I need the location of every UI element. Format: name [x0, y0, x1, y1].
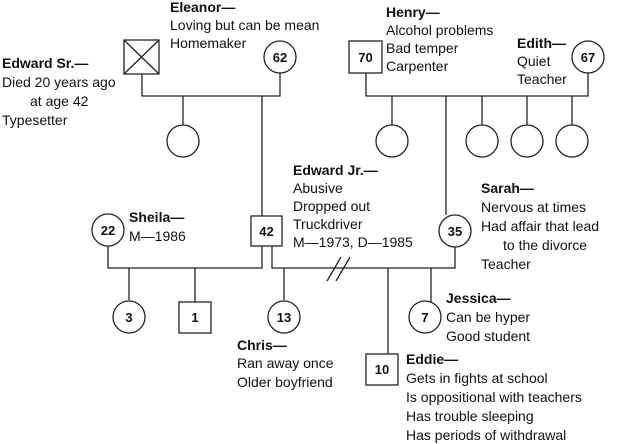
henry-note-3: Carpenter: [386, 58, 449, 74]
marriage-line-sheila-edward-jr: [107, 246, 263, 269]
jessica-symbol: 7: [408, 300, 442, 334]
sarah-note-1: Nervous at times: [481, 199, 586, 215]
edward-jr-note-3: Truckdriver: [293, 216, 363, 232]
eleanor-note-1: Loving but can be mean: [170, 17, 319, 33]
eddie-note-3: Has trouble sleeping: [406, 408, 534, 424]
child-3-symbol: 3: [112, 300, 146, 334]
jessica-age: 7: [421, 310, 428, 325]
henry-note-1: Alcohol problems: [386, 22, 493, 38]
eddie-name: Eddie—: [406, 351, 458, 367]
sibling-circle-1: [166, 124, 200, 158]
edith-note-1: Quiet: [517, 53, 551, 69]
child-3-age: 3: [125, 310, 132, 325]
marriage-line-edward-sr-eleanor: [141, 73, 281, 97]
edward-jr-label: Edward Jr.— Abusive Dropped out Truckdri…: [293, 162, 413, 250]
edith-label: Edith— Quiet Teacher: [517, 35, 567, 87]
chris-note-1: Ran away once: [237, 355, 334, 371]
edward-sr-symbol: [123, 39, 160, 75]
jessica-note-2: Good student: [446, 328, 530, 344]
eddie-note-1: Gets in fights at school: [406, 370, 548, 386]
jessica-name: Jessica—: [446, 290, 511, 306]
child-1-age: 1: [191, 310, 198, 325]
edith-note-2: Teacher: [517, 71, 567, 87]
eddie-label: Eddie— Gets in fights at school Is oppos…: [406, 351, 582, 443]
chris-label: Chris— Ran away once Older boyfriend: [237, 337, 334, 390]
divorce-slash-2: [335, 256, 351, 282]
edith-name: Edith—: [517, 35, 566, 51]
chris-note-2: Older boyfriend: [237, 374, 333, 390]
chris-age: 13: [277, 310, 291, 325]
line-to-jessica: [426, 268, 432, 303]
child-1-symbol: 1: [178, 301, 212, 334]
sheila-age: 22: [101, 223, 115, 238]
eddie-note-4: Has periods of withdrawal: [406, 427, 566, 443]
henry-symbol: 70: [348, 40, 383, 74]
sarah-label: Sarah— Nervous at times Had affair that …: [481, 180, 599, 272]
edith-symbol: 67: [571, 40, 605, 74]
divorce-slash-1: [326, 256, 342, 282]
chris-symbol: 13: [267, 300, 301, 334]
sarah-note-3: to the divorce: [503, 237, 587, 253]
chris-name: Chris—: [237, 337, 287, 353]
henry-age: 70: [358, 50, 372, 65]
sheila-name: Sheila—: [129, 209, 184, 225]
sarah-note-4: Teacher: [481, 256, 531, 272]
eleanor-note-2: Homemaker: [170, 35, 247, 51]
eddie-symbol: 10: [365, 353, 399, 386]
edith-age: 67: [581, 50, 595, 65]
sarah-age: 35: [448, 224, 462, 239]
edward-jr-symbol: 42: [250, 215, 283, 247]
edward-sr-label: Edward Sr.— Died 20 years ago at age 42 …: [2, 55, 116, 128]
sarah-symbol: 35: [438, 214, 472, 248]
edward-jr-age: 42: [259, 224, 273, 239]
jessica-label: Jessica— Can be hyper Good student: [446, 290, 530, 344]
sarah-note-2: Had affair that lead: [481, 218, 599, 234]
edward-jr-note-2: Dropped out: [293, 198, 370, 214]
eleanor-label: Eleanor— Loving but can be mean Homemake…: [170, 0, 319, 51]
edward-sr-note-1: Died 20 years ago: [2, 74, 116, 90]
henry-child-circle-3: [510, 124, 544, 158]
sheila-note-1: M—1986: [129, 228, 186, 244]
henry-label: Henry— Alcohol problems Bad temper Carpe…: [386, 4, 493, 74]
sheila-label: Sheila— M—1986: [129, 209, 186, 244]
edward-sr-note-2: at age 42: [30, 93, 89, 109]
henry-child-circle-1: [375, 124, 409, 158]
sheila-symbol: 22: [91, 213, 125, 247]
edward-sr-note-3: Typesetter: [2, 112, 68, 128]
edward-jr-note-4: M—1973, D—1985: [293, 234, 413, 250]
eleanor-name: Eleanor—: [170, 0, 235, 15]
eleanor-age: 62: [273, 50, 287, 65]
marriage-line-henry-edith: [365, 73, 589, 97]
henry-note-2: Bad temper: [386, 40, 459, 56]
edward-jr-name: Edward Jr.—: [293, 162, 378, 178]
henry-child-circle-4: [555, 124, 589, 158]
jessica-note-1: Can be hyper: [446, 309, 530, 325]
eddie-note-2: Is oppositional with teachers: [406, 389, 582, 405]
henry-child-circle-2: [465, 124, 499, 158]
eleanor-symbol: 62: [263, 40, 297, 74]
edward-sr-name: Edward Sr.—: [2, 55, 88, 71]
marriage-line-edward-jr-sarah: [271, 246, 456, 269]
eddie-age: 10: [375, 362, 389, 377]
sarah-name: Sarah—: [481, 180, 534, 196]
henry-name: Henry—: [386, 4, 440, 20]
edward-jr-note-1: Abusive: [293, 180, 343, 196]
